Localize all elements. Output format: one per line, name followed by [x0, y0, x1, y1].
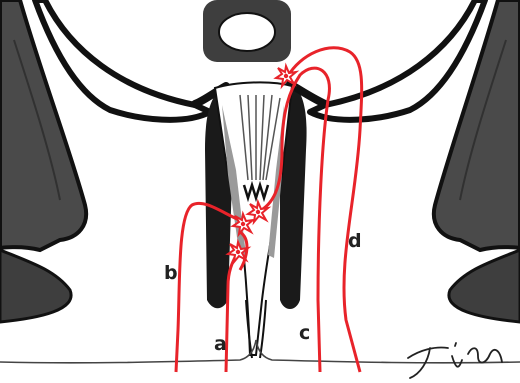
right-levator-muscle [310, 0, 485, 120]
artist-signature [408, 343, 502, 378]
label-d: d [348, 230, 362, 252]
label-b: b [164, 262, 178, 284]
left-levator-muscle [35, 0, 210, 120]
label-a: a [214, 333, 227, 355]
perineal-skin [0, 340, 520, 363]
coccyx-ring [219, 13, 275, 51]
left-ischiorectal-fossa [0, 250, 71, 322]
label-c: c [299, 322, 310, 344]
right-ischiorectal-fossa [449, 250, 520, 322]
